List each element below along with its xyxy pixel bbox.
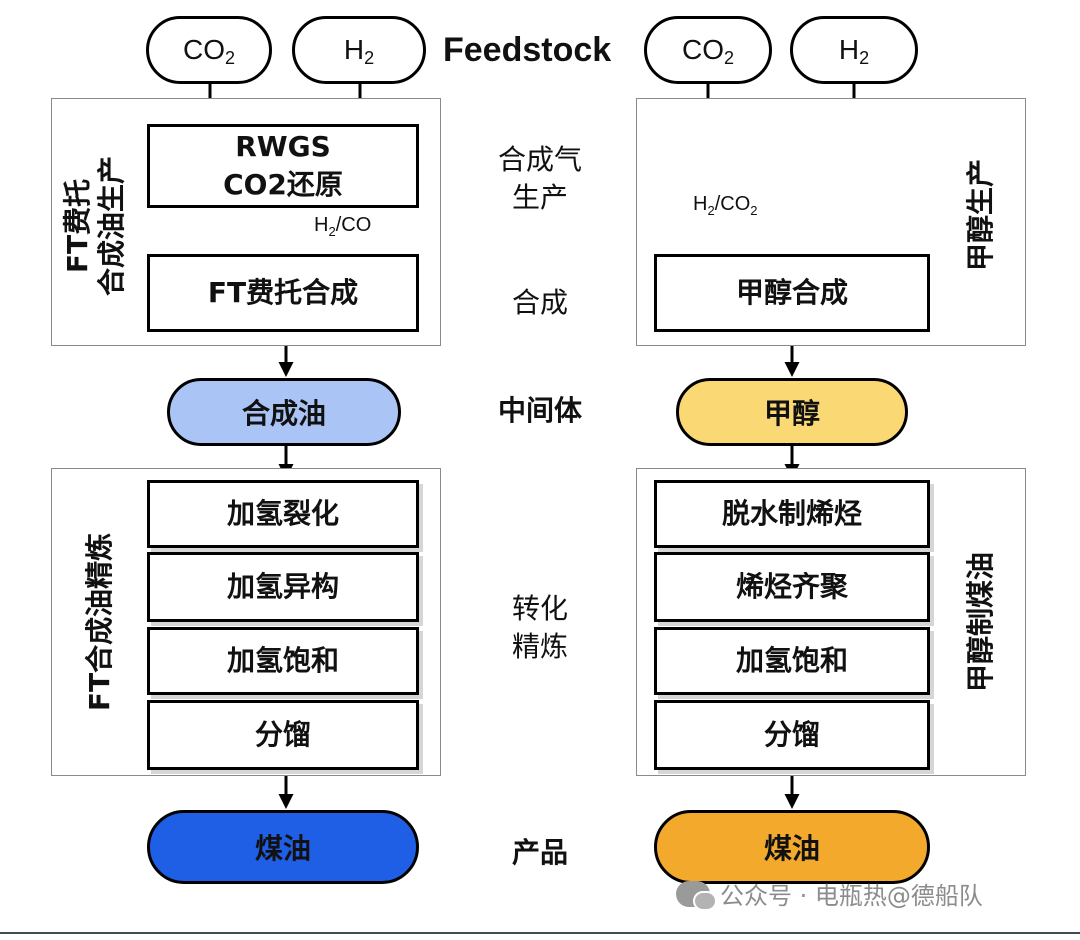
bottom-rule (0, 932, 1080, 934)
left-production-title-line2: 合成油生产 (95, 156, 128, 297)
left-step-4: 分馏 (147, 700, 419, 770)
methanol-synthesis-label: 甲醇合成 (735, 276, 848, 309)
left-step-1: 加氢裂化 (147, 480, 419, 548)
left-flow-label-sub: 2 (328, 224, 336, 239)
right-step-4-label: 分馏 (763, 718, 820, 751)
watermark-text: 公众号 · 电瓶热@德船队 (720, 882, 983, 910)
right-step-4: 分馏 (654, 700, 930, 770)
right-flow-label-b: /CO (714, 193, 751, 215)
left-intermediate-label: 合成油 (241, 397, 326, 430)
stage-syngas-line2: 生产 (511, 181, 568, 214)
right-intermediate-label: 甲醇 (763, 397, 820, 430)
right-step-1: 脱水制烯烃 (654, 480, 930, 548)
right-product-label: 煤油 (763, 832, 820, 865)
ft-synthesis-label: FT费托合成 (207, 276, 359, 309)
left-intermediate-oval: 合成油 (167, 378, 401, 446)
stage-conversion-line1: 转化 (511, 592, 568, 625)
feed-co2-left-text: CO (182, 34, 225, 65)
left-step-1-label: 加氢裂化 (226, 497, 339, 530)
right-step-3: 加氢饱和 (654, 627, 930, 695)
right-flow-label-sub: 2 (707, 203, 715, 218)
feed-co2-right-text: CO (681, 34, 724, 65)
left-step-2: 加氢异构 (147, 552, 419, 622)
left-step-2-label: 加氢异构 (226, 570, 339, 603)
right-flow-label: H2/CO2 (693, 193, 758, 218)
left-step-4-label: 分馏 (254, 718, 311, 751)
right-step-3-label: 加氢饱和 (735, 644, 848, 677)
right-refining-title: 甲醇制煤油 (964, 552, 997, 693)
feed-co2-right-sub: 2 (723, 47, 734, 68)
right-flow-label-sub2: 2 (750, 203, 758, 218)
stage-syngas-line1: 合成气 (497, 143, 582, 176)
feedstock-title: Feedstock (443, 31, 612, 69)
left-flow-label: H2/CO (314, 214, 372, 239)
right-flow-label-a: H (693, 193, 708, 215)
methanol-synthesis-box: 甲醇合成 (654, 254, 930, 332)
ft-synthesis-box: FT费托合成 (147, 254, 419, 332)
left-flow-label-b: /CO (335, 214, 372, 236)
left-refining-title: FT合成油精炼 (83, 532, 116, 712)
stage-intermediate: 中间体 (497, 394, 582, 427)
feed-h2-right-text: H (838, 34, 860, 65)
right-step-2-label: 烯烃齐聚 (735, 570, 848, 603)
right-intermediate-oval: 甲醇 (676, 378, 908, 446)
left-step-3-label: 加氢饱和 (226, 644, 339, 677)
left-production-title-line1: FT费托 (61, 178, 94, 274)
feed-h2-left-text: H (343, 34, 365, 65)
watermark: 公众号 · 电瓶热@德船队 (676, 876, 983, 911)
stage-conversion-line2: 精炼 (511, 630, 568, 663)
right-product-oval: 煤油 (654, 810, 930, 884)
rwgs-line2: CO2还原 (223, 168, 343, 201)
feed-co2-left-sub: 2 (224, 47, 235, 68)
stage-syngas: 合成气 生产 (490, 141, 590, 217)
feed-h2-left-sub: 2 (364, 47, 375, 68)
rwgs-box: RWGS CO2还原 (147, 124, 419, 208)
left-product-label: 煤油 (254, 832, 311, 865)
rwgs-line1: RWGS (235, 130, 331, 163)
wechat-icon (676, 880, 717, 911)
left-flow-label-a: H (314, 214, 329, 236)
feed-h2-right-sub: 2 (859, 47, 870, 68)
left-production-title: FT费托 合成油生产 (61, 126, 129, 326)
right-production-title: 甲醇生产 (964, 159, 997, 272)
stage-conversion: 转化 精炼 (490, 590, 590, 666)
right-step-2: 烯烃齐聚 (654, 552, 930, 622)
left-step-3: 加氢饱和 (147, 627, 419, 695)
left-product-oval: 煤油 (147, 810, 419, 884)
right-step-1-label: 脱水制烯烃 (721, 497, 862, 530)
stage-product: 产品 (511, 836, 568, 869)
stage-synthesis: 合成 (511, 286, 568, 319)
